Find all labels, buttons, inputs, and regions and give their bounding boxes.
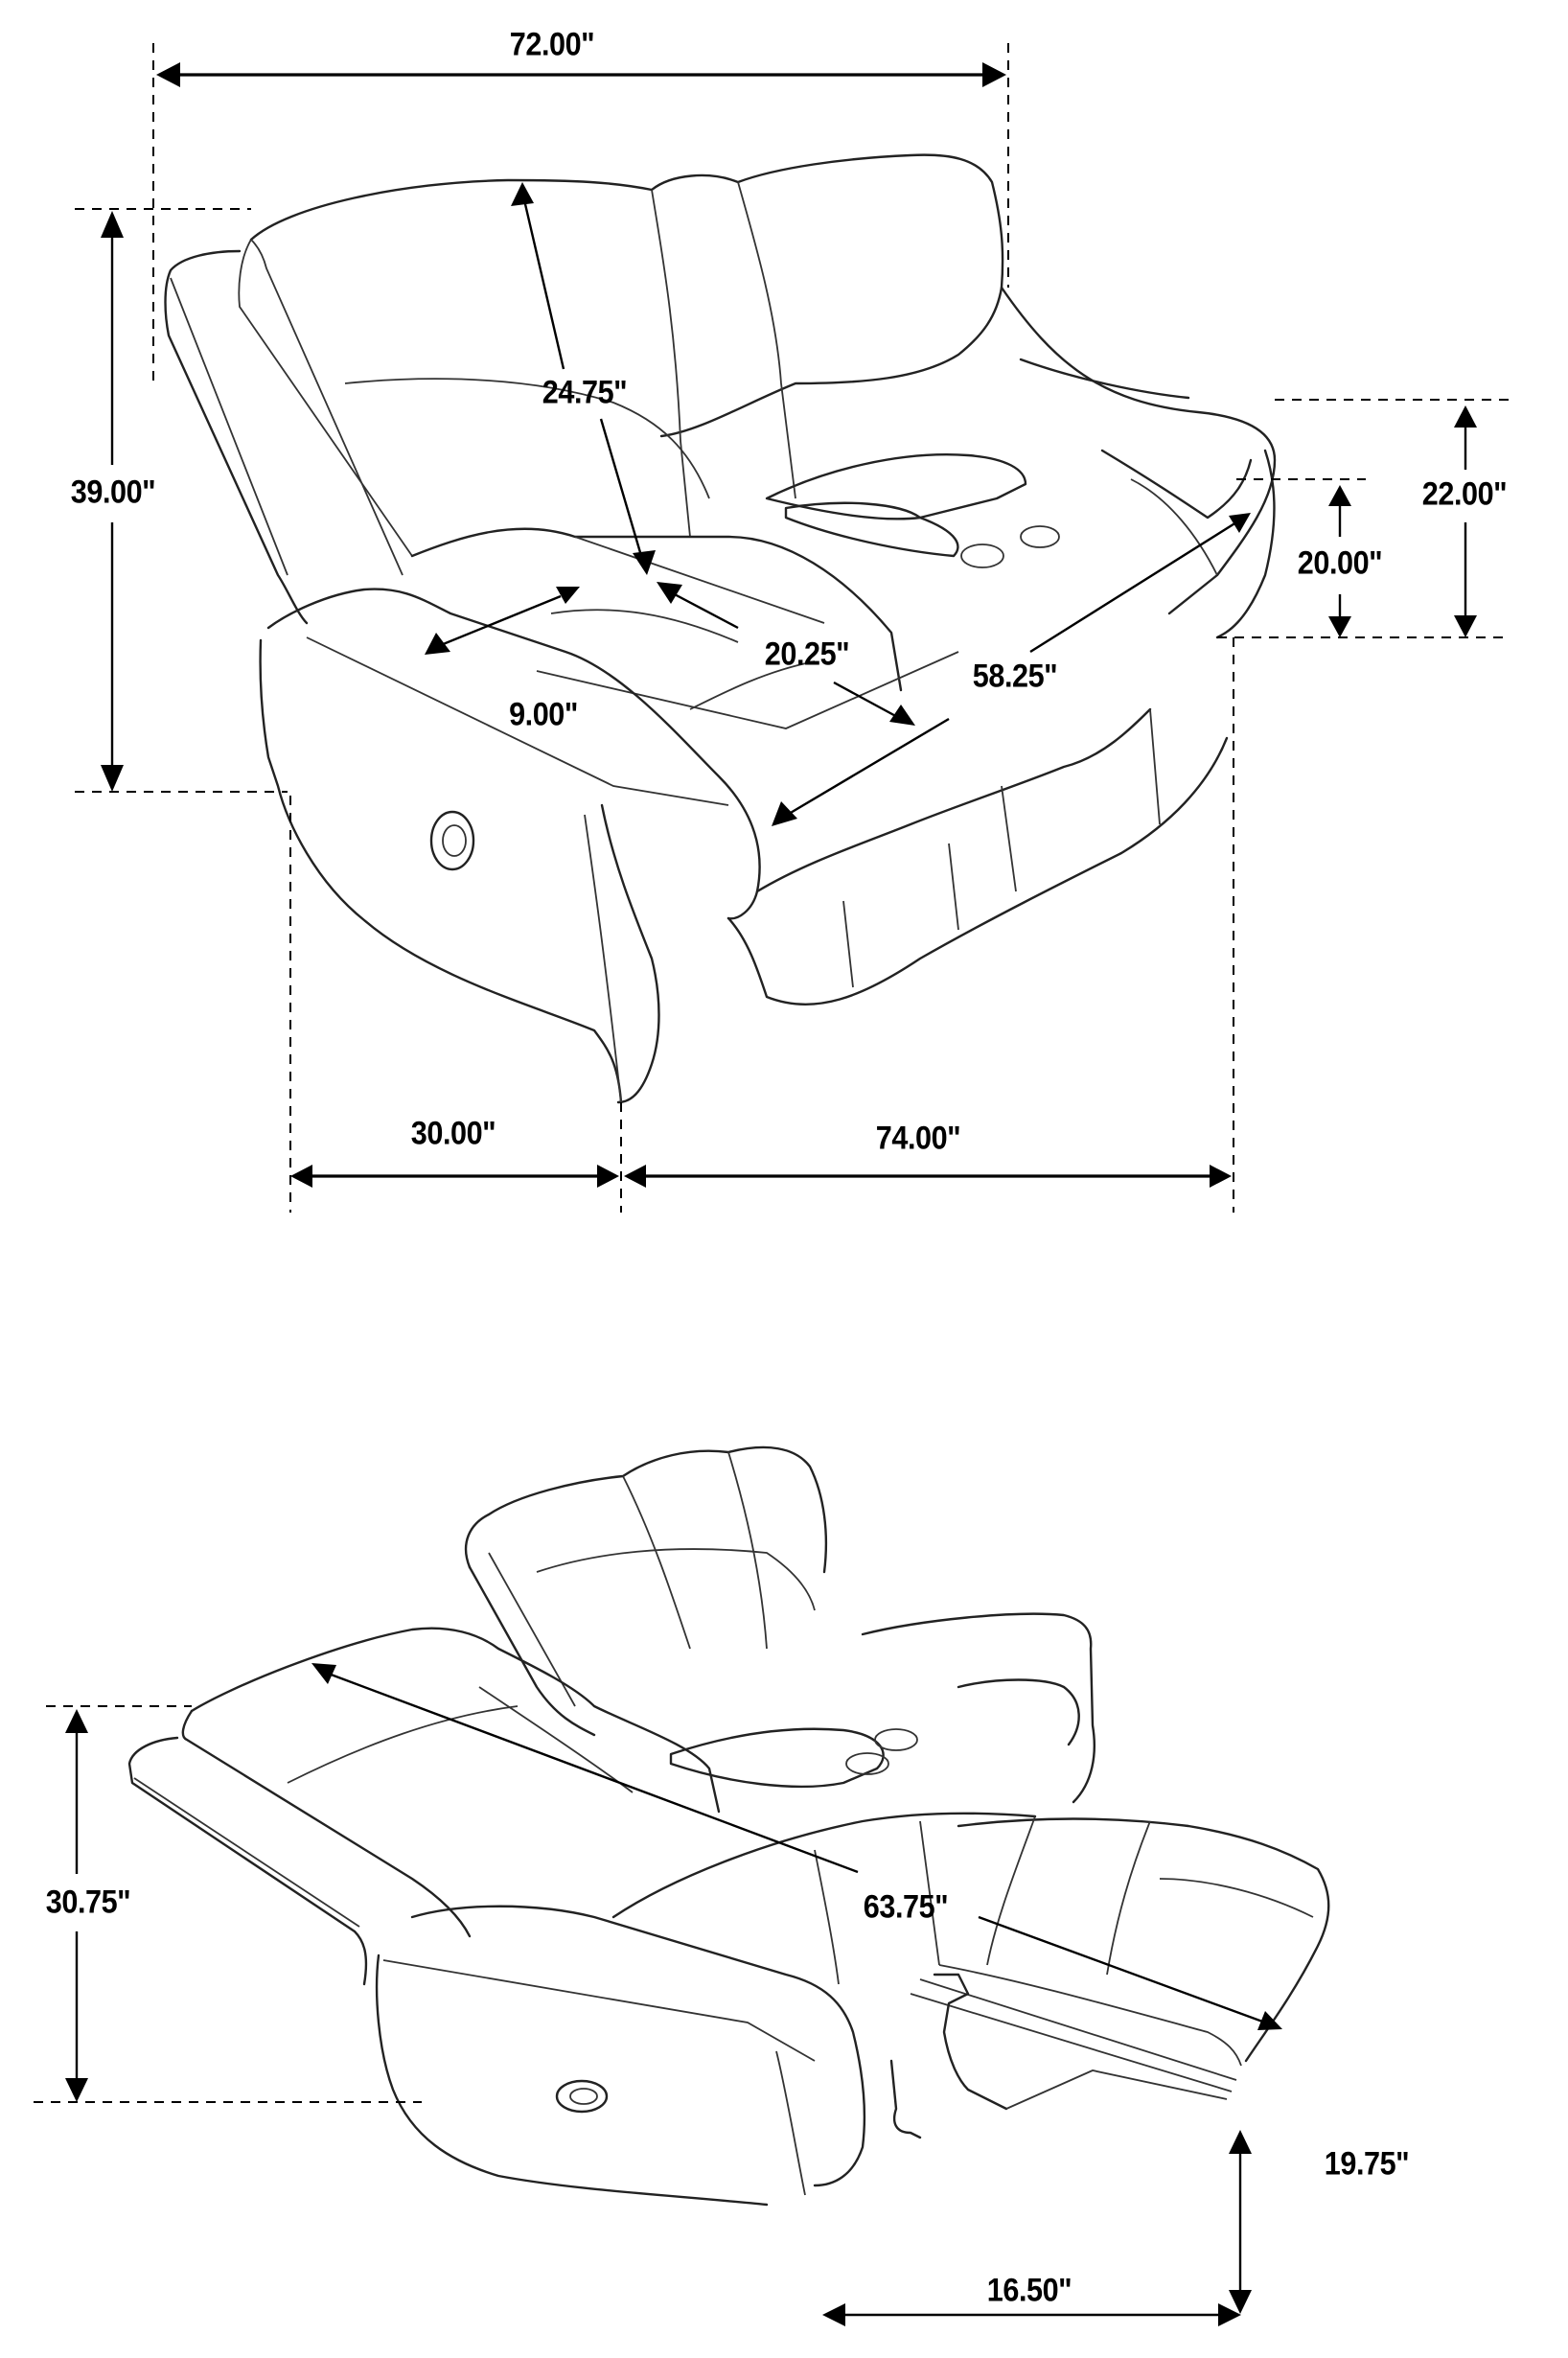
dimension-label-overall-back-width: 72.00" [509, 26, 595, 63]
dimension-label-seat-depth: 20.25" [764, 636, 850, 673]
dimension-label-back-height: 24.75" [542, 374, 628, 411]
dimension-label-arm-height: 22.00" [1421, 475, 1508, 513]
dimension-label-overall-height: 39.00" [70, 474, 156, 511]
reclined-dimension-lines [34, 1663, 1282, 2326]
dimension-label-arm-width: 9.00" [509, 696, 578, 733]
dimension-label-seat-width: 58.25" [972, 658, 1058, 695]
reclined-sofa-outline [127, 1445, 1330, 2207]
dimension-label-reclined-height: 30.75" [45, 1884, 131, 1921]
dimension-label-depth: 30.00" [410, 1115, 496, 1152]
dimension-label-overall-width: 74.00" [875, 1120, 961, 1157]
dimension-label-footrest-height: 19.75" [1324, 2145, 1410, 2183]
dimension-label-seat-height: 20.00" [1297, 544, 1383, 582]
dimension-label-footrest-extension: 16.50" [986, 2272, 1072, 2309]
upright-sofa-outline [164, 153, 1277, 1104]
upright-dimension-lines [75, 43, 1510, 1213]
dimension-label-reclined-length: 63.75" [863, 1888, 949, 1926]
